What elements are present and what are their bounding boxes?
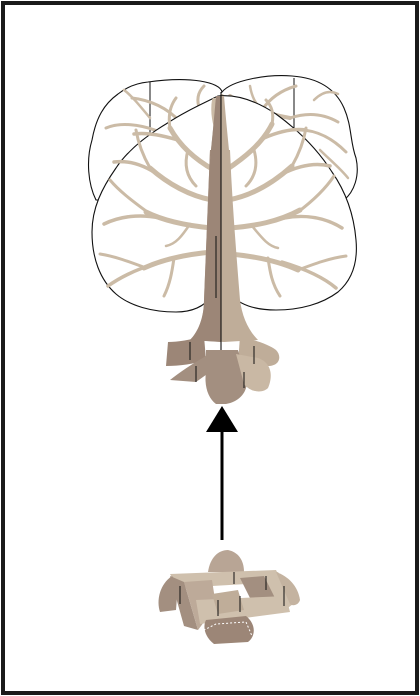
arrow-up-icon <box>206 406 238 540</box>
tree-icon <box>89 76 358 404</box>
base-front-tab <box>204 616 253 644</box>
base-back-tab <box>208 550 244 572</box>
arrow-head <box>206 406 238 432</box>
base-stand-icon <box>159 550 301 644</box>
